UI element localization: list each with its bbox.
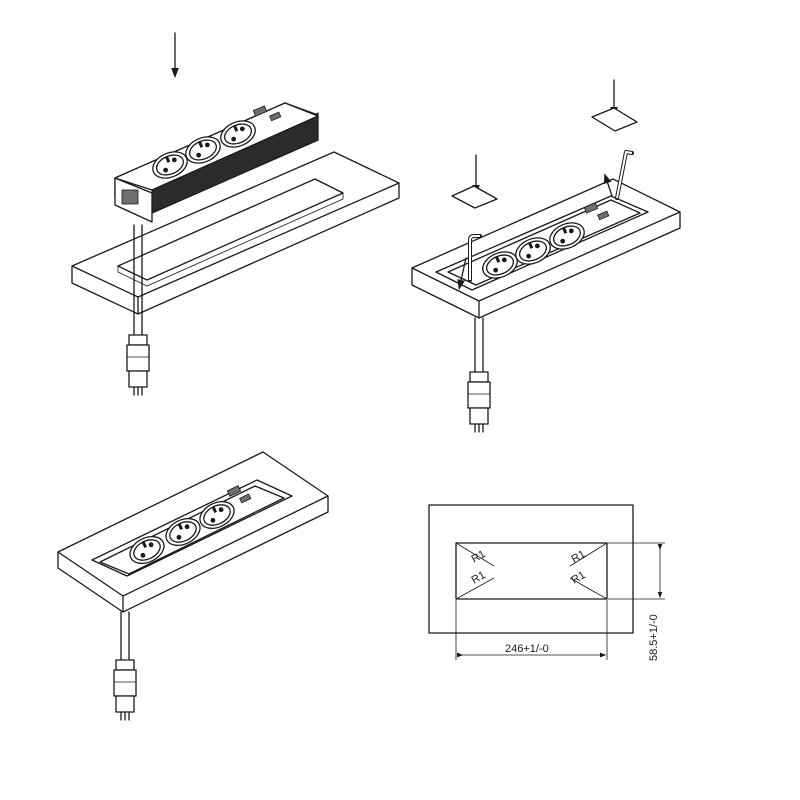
step-3-installed-unit [57, 451, 329, 721]
cutout-rectangle [455, 542, 608, 600]
hex-key-icon [457, 234, 482, 291]
connector-plug-icon [113, 659, 137, 721]
connector-plug-icon [126, 334, 150, 396]
connector-plug-icon [467, 371, 491, 433]
cover-cap [451, 185, 498, 209]
height-dimension-label: 58.5+1/-0 [648, 614, 660, 661]
cover-cap [591, 107, 638, 132]
hex-key-icon [603, 150, 634, 200]
usb-port-icon [252, 105, 268, 117]
width-dimension-label: 246+1/-0 [505, 643, 549, 655]
usb-port-icon [583, 202, 599, 214]
desk-plate [71, 151, 400, 315]
cutout-dimension-drawing: R1 R1 R1 R1 246+1/-0 58.5+1/-0 [428, 504, 665, 661]
step-2-fasten-unit [411, 79, 681, 433]
usb-port-icon [226, 485, 242, 497]
power-unit-top [447, 199, 641, 286]
power-unit-top [91, 479, 293, 577]
power-unit-body [114, 102, 319, 223]
step-1-insert-unit [71, 32, 400, 396]
